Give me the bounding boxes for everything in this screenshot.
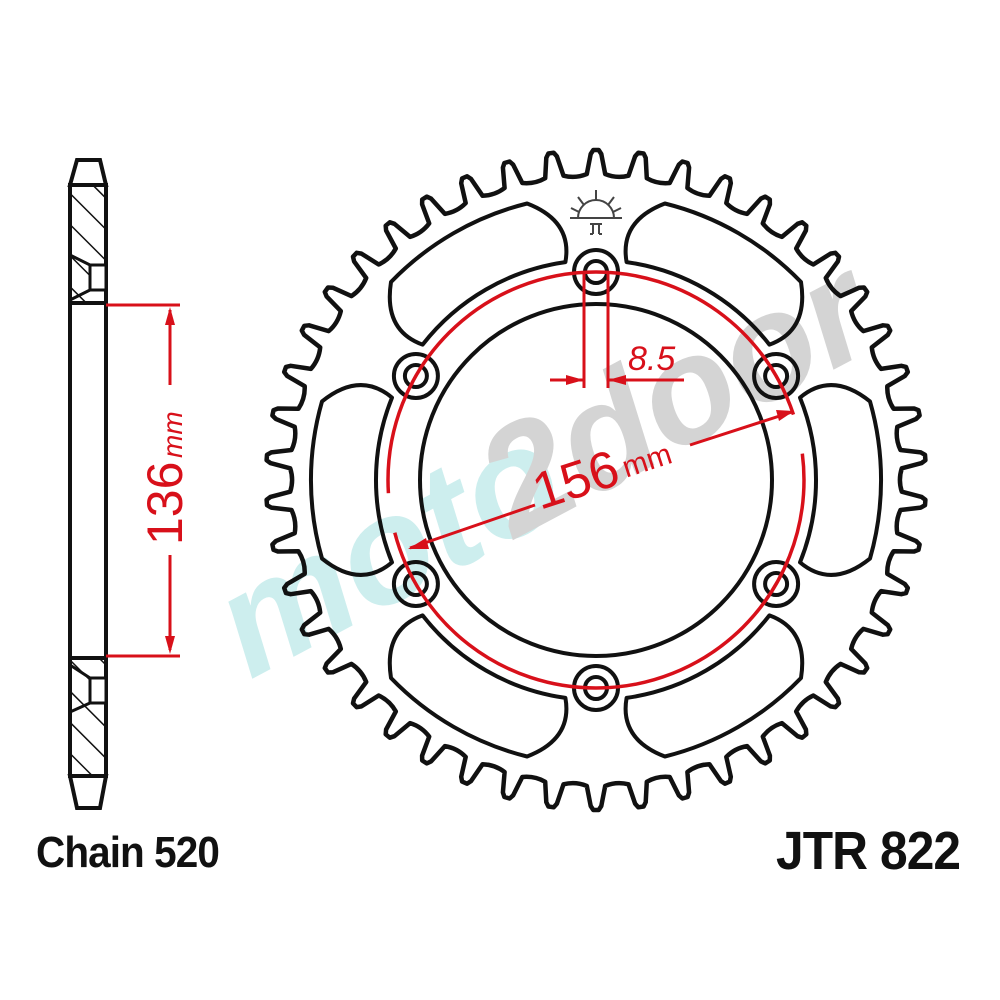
bolt-hole <box>391 560 440 608</box>
svg-text:mm: mm <box>157 411 188 458</box>
hub-width-label: 136 mm <box>137 411 193 545</box>
lightening-slot <box>387 201 569 347</box>
hub-width-dimension <box>106 303 180 658</box>
bolt-hole-label: 8.5 <box>628 340 675 378</box>
side-profile <box>67 158 109 810</box>
svg-text:136: 136 <box>137 462 193 545</box>
sprocket-teeth-outline <box>264 147 928 813</box>
bolt-hole <box>763 571 790 597</box>
lightening-slot <box>308 383 394 577</box>
bolt-hole <box>402 363 429 389</box>
lightening-slots <box>308 201 884 759</box>
lightening-slot <box>623 613 805 759</box>
lightening-slot <box>798 383 884 577</box>
part-number-label: JTR 822 <box>775 821 961 881</box>
bolt-circle-dimension <box>408 410 794 550</box>
bolt-hole <box>391 352 440 400</box>
bolt-hole <box>402 571 429 597</box>
bolt-circle <box>386 270 806 690</box>
center-bore <box>418 302 774 658</box>
manufacturer-sun-icon <box>570 190 622 235</box>
chain-size-label: Chain 520 <box>36 828 220 877</box>
lightening-slot <box>623 201 805 347</box>
bolt-hole-dimension <box>550 272 684 388</box>
watermark-2door: 2door <box>448 220 904 569</box>
bolt-hole <box>752 560 801 608</box>
bolt-hole <box>763 363 790 389</box>
bolt-hole <box>752 352 801 400</box>
lightening-slot <box>387 613 569 759</box>
